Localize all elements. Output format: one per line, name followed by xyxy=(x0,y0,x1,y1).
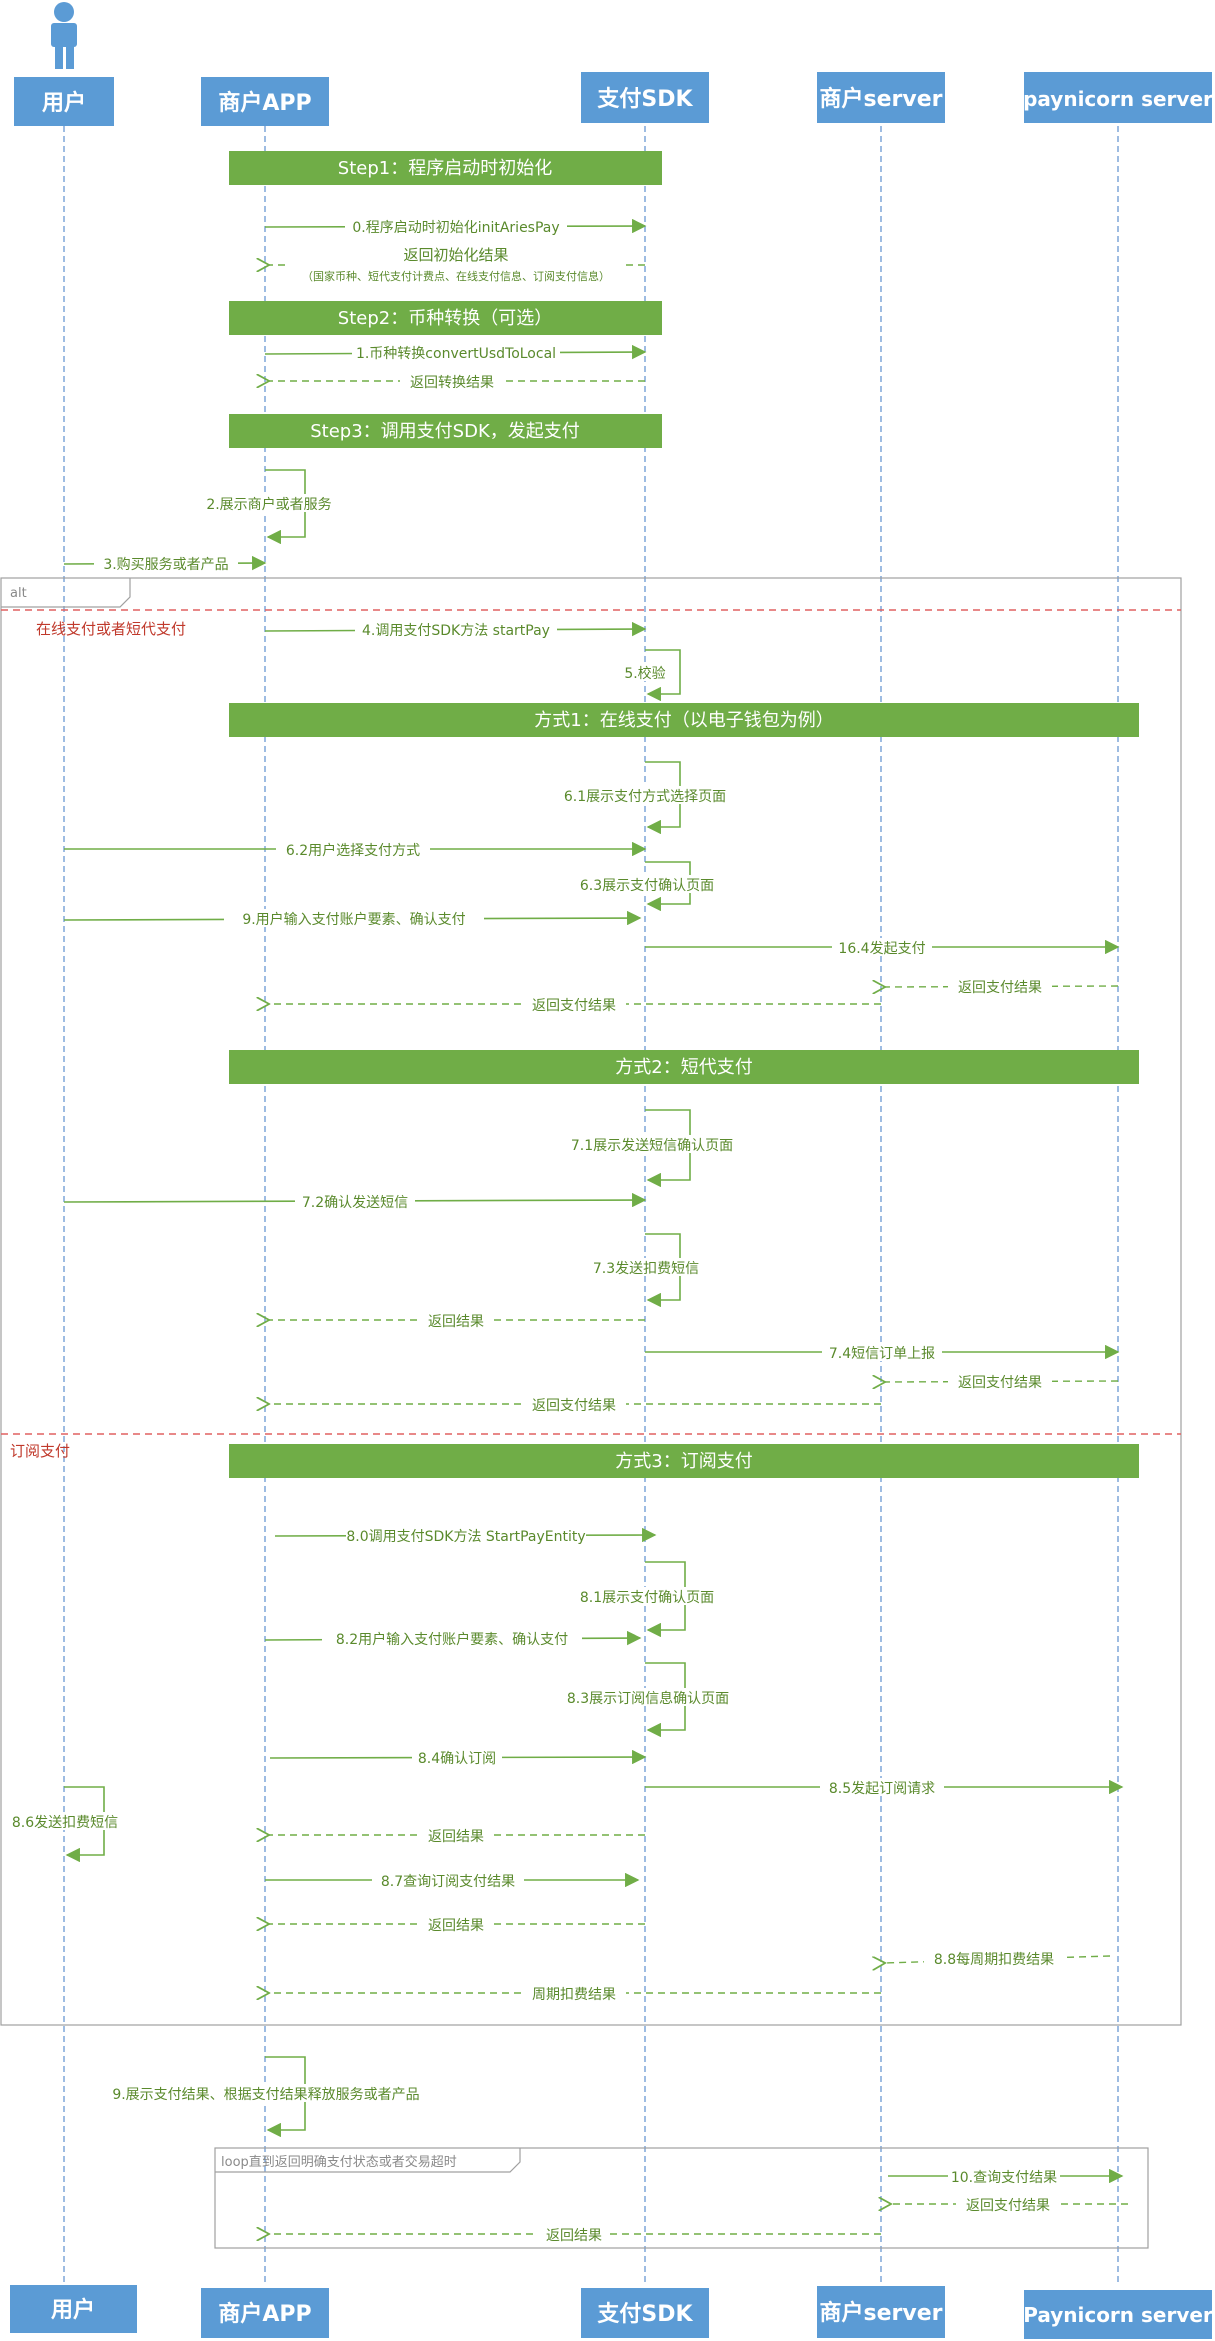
msg-10r2-label: 返回结果 xyxy=(546,2228,602,2244)
actor-app-bottom: 商户APP xyxy=(201,2288,329,2338)
msg-83-label: 8.3展示订阅信息确认页面 xyxy=(567,1690,729,1707)
msg-82-label: 8.2用户输入支付账户要素、确认支付 xyxy=(336,1631,568,1648)
alt-frame xyxy=(0,577,1182,2026)
loop-frame xyxy=(214,2147,1149,2249)
actor-app-top: 商户APP xyxy=(201,77,329,126)
actor-label: 商户APP xyxy=(218,2301,311,2327)
msg-85-label: 8.5发起订阅请求 xyxy=(829,1781,935,1797)
msg-3-label: 3.购买服务或者产品 xyxy=(103,557,228,573)
msg-87r-label: 返回结果 xyxy=(428,1918,484,1934)
msg-5-label: 5.校验 xyxy=(624,665,665,682)
step1-label: Step1：程序启动时初始化 xyxy=(338,158,552,179)
actor-label: paynicorn server xyxy=(1023,87,1213,111)
msg-73r-label: 返回结果 xyxy=(428,1314,484,1330)
msg-74-label: 7.4短信订单上报 xyxy=(829,1346,935,1362)
actor-server-top: 商户server xyxy=(817,72,945,123)
msg-9b-label: 9.展示支付结果、根据支付结果释放服务或者产品 xyxy=(112,2087,419,2103)
msg-2-label: 2.展示商户或者服务 xyxy=(206,496,331,513)
way1-label: 方式1：在线支付（以电子钱包为例） xyxy=(534,710,833,731)
alt-cond2-label: 订阅支付 xyxy=(10,1442,70,1460)
alt-frame-tab xyxy=(1,578,131,608)
msg-164r-label: 返回支付结果 xyxy=(958,980,1042,996)
msg-0r-note: （国家币种、短代支付计费点、在线支付信息、订阅支付信息） xyxy=(302,269,610,283)
actor-label: 用户 xyxy=(51,2297,95,2323)
loop-frame-tab xyxy=(215,2148,521,2173)
msg-74r2-label: 返回支付结果 xyxy=(532,1398,616,1414)
way2-label: 方式2：短代支付 xyxy=(615,1057,752,1078)
actor-user-bottom: 用户 xyxy=(10,2285,137,2333)
step1-bar xyxy=(229,151,662,185)
actor-server-bottom: 商户server xyxy=(817,2286,945,2338)
step2-bar xyxy=(229,301,662,335)
way2-bar xyxy=(229,1050,1139,1084)
alt-label: alt xyxy=(10,586,27,601)
msg-80-label: 8.0调用支付SDK方法 StartPayEntity xyxy=(346,1529,585,1545)
msg-0r-label: 返回初始化结果 xyxy=(403,246,508,264)
actor-label: Paynicorn server xyxy=(1023,2303,1213,2327)
alt-cond1-label: 在线支付或者短代支付 xyxy=(36,620,186,638)
msg-87-label: 8.7查询订阅支付结果 xyxy=(381,1874,515,1890)
msg-164r2-label: 返回支付结果 xyxy=(532,998,616,1014)
msg-81-label: 8.1展示支付确认页面 xyxy=(580,1590,714,1606)
msg-74r-label: 返回支付结果 xyxy=(958,1375,1042,1391)
actor-user-top: 用户 xyxy=(14,77,114,126)
actor-label: 商户server xyxy=(820,2300,943,2326)
msg-1r-label: 返回转换结果 xyxy=(410,374,494,391)
msg-86r-label: 返回结果 xyxy=(428,1829,484,1845)
msg-74r-arrow xyxy=(884,1381,1119,1382)
msg-88r-label: 周期扣费结果 xyxy=(532,1987,616,2003)
loop-label: loop直到返回明确支付状态或者交易超时 xyxy=(221,2154,457,2170)
msg-61-label: 6.1展示支付方式选择页面 xyxy=(564,789,726,805)
step3-bar xyxy=(229,414,662,448)
msg-4-label: 4.调用支付SDK方法 startPay xyxy=(362,623,550,639)
msg-86-label: 8.6发送扣费短信 xyxy=(12,1815,118,1831)
msg-88-label: 8.8每周期扣费结果 xyxy=(934,1952,1054,1968)
msg-73-label: 7.3发送扣费短信 xyxy=(593,1261,699,1277)
way3-label: 方式3：订阅支付 xyxy=(615,1451,752,1472)
actor-sdk-bottom: 支付SDK xyxy=(581,2288,709,2338)
actor-label: 商户server xyxy=(820,86,943,112)
msg-0-label: 0.程序启动时初始化initAriesPay xyxy=(352,219,559,236)
actor-label: 支付SDK xyxy=(597,2302,693,2327)
msg-10-label: 10.查询支付结果 xyxy=(951,2170,1057,2186)
step2-label: Step2：币种转换（可选） xyxy=(338,308,552,329)
way1-bar xyxy=(229,703,1139,737)
msg-84-label: 8.4确认订阅 xyxy=(418,1751,496,1767)
actor-label: 商户APP xyxy=(218,90,311,116)
msg-164-label: 16.4发起支付 xyxy=(838,941,925,957)
msg-10r-label: 返回支付结果 xyxy=(966,2198,1050,2214)
msg-62-label: 6.2用户选择支付方式 xyxy=(286,842,420,859)
actor-label: 用户 xyxy=(42,90,86,116)
msg-5-arrow xyxy=(645,649,681,702)
msg-63-label: 6.3展示支付确认页面 xyxy=(580,878,714,894)
actor-paynicorn-bottom: Paynicorn server xyxy=(1023,2290,1213,2339)
actor-paynicorn-top: paynicorn server xyxy=(1023,72,1213,123)
actor-sdk-top: 支付SDK xyxy=(581,72,709,123)
msg-72-label: 7.2确认发送短信 xyxy=(302,1195,408,1211)
way3-bar xyxy=(229,1444,1139,1478)
actor-label: 支付SDK xyxy=(597,87,693,112)
step3-label: Step3：调用支付SDK，发起支付 xyxy=(310,421,580,442)
msg-71-label: 7.1展示发送短信确认页面 xyxy=(571,1138,733,1154)
msg-1-label: 1.币种转换convertUsdToLocal xyxy=(356,345,556,362)
person-icon xyxy=(51,2,77,69)
msg-9a-label: 9.用户输入支付账户要素、确认支付 xyxy=(242,911,465,928)
msg-164r-arrow xyxy=(884,986,1119,987)
